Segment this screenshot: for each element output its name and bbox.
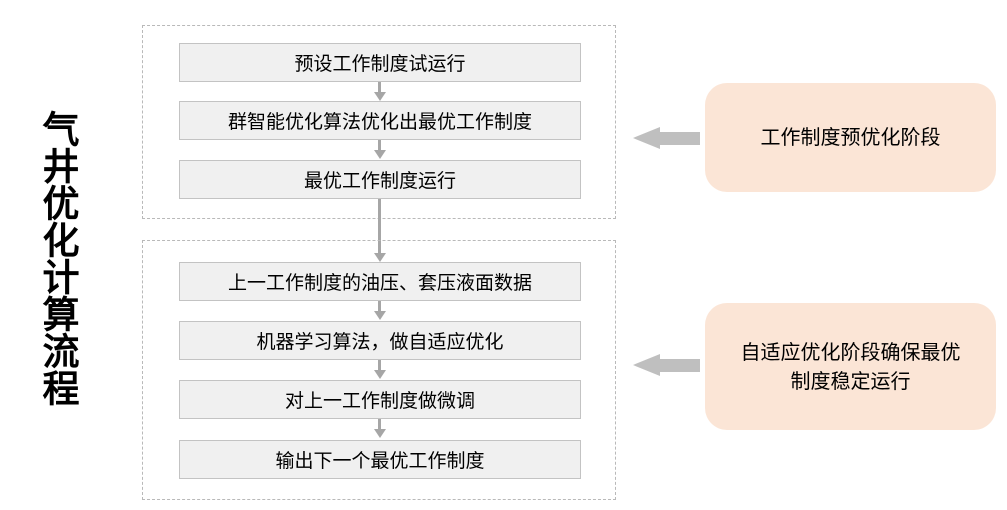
connector-arrow-down [378, 140, 381, 151]
connector-arrow-down [378, 82, 381, 93]
phase-label-adaptive-optimization[interactable]: 自适应优化阶段确保最优制度稳定运行 [705, 303, 996, 430]
step-box[interactable]: 预设工作制度试运行 [179, 43, 581, 82]
arrow-shaft [658, 132, 700, 145]
phase-label-pre-optimization[interactable]: 工作制度预优化阶段 [705, 83, 996, 192]
connector-arrow-down [378, 419, 381, 430]
step-box[interactable]: 机器学习算法，做自适应优化 [179, 321, 581, 360]
connector-arrow-down [378, 360, 381, 371]
arrow-head [633, 354, 660, 376]
page-title: 气井优化计算流程 [36, 110, 79, 406]
step-box[interactable]: 群智能优化算法优化出最优工作制度 [179, 101, 581, 140]
left-arrow-icon [633, 127, 700, 150]
group-adaptive-optimization [142, 240, 616, 500]
arrow-head [633, 127, 660, 149]
step-box[interactable]: 上一工作制度的油压、套压液面数据 [179, 262, 581, 301]
step-box[interactable]: 对上一工作制度做微调 [179, 380, 581, 419]
arrow-shaft [658, 359, 700, 372]
connector-arrow-down [378, 301, 381, 312]
connector-arrow-down-between-groups [378, 199, 381, 254]
step-box[interactable]: 最优工作制度运行 [179, 160, 581, 199]
left-arrow-icon [633, 354, 700, 377]
step-box[interactable]: 输出下一个最优工作制度 [179, 440, 581, 479]
